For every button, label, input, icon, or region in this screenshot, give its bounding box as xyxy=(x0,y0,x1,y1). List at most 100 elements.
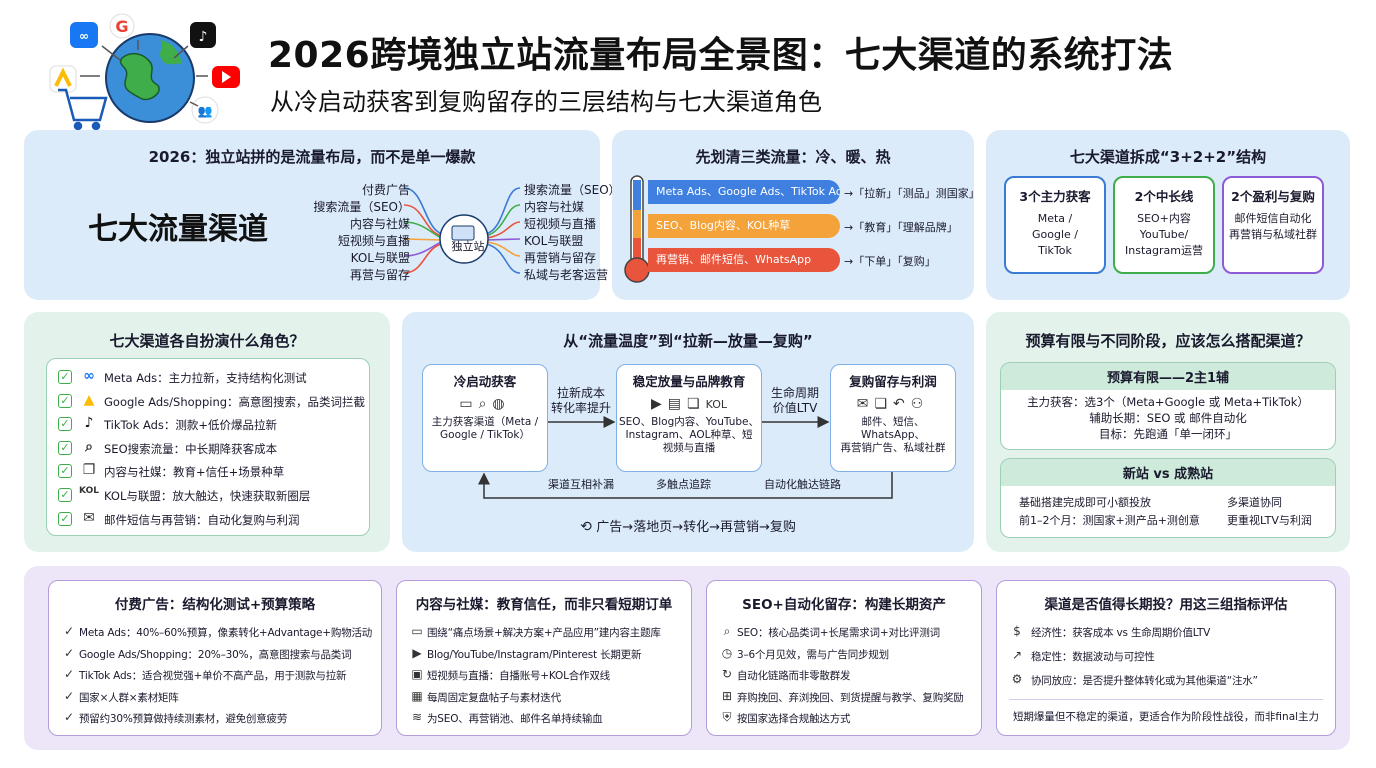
kol-icon: KOL xyxy=(79,486,99,496)
traffic-band-note: →「教育」「理解品牌」 xyxy=(844,221,958,234)
budget-limited-head: 预算有限——2主1辅 xyxy=(1001,363,1335,390)
mature-site-line: 更重视LTV与利润 xyxy=(1227,514,1312,527)
chat-icon: ❏ xyxy=(874,396,893,412)
cart-icon xyxy=(58,88,108,131)
header-illustration: ∞ G ♪ 👥 xyxy=(40,10,250,135)
strategy-footnote: 短期爆量但不稳定的渠道，更适合作为阶段性战役，而非final主力 xyxy=(1012,711,1320,723)
checkbox-icon: ✓ xyxy=(58,417,72,432)
thermometer-icon xyxy=(624,175,650,283)
new-site-line: 前1–2个月：测国家+测产品+测创意 xyxy=(1019,514,1200,527)
panel-funnel-title: 从“流量温度”到“拉新—放量—复购” xyxy=(563,332,813,350)
arrow-label-2: 生命周期 价值LTV xyxy=(770,386,819,415)
right-channel-item: 再营销与留存 xyxy=(524,251,597,265)
left-channel-item: 再营与留存 xyxy=(349,268,410,282)
traffic-band: Meta Ads、Google Ads、TikTok Ads xyxy=(648,180,840,204)
strategy-item-text: Google Ads/Shopping：20%–30%，高意图搜索与品类词 xyxy=(79,648,352,661)
panel-funnel: 从“流量温度”到“拉新—放量—复购” 拉新成本 转化率提升 生命周期 价值LTV… xyxy=(402,312,974,552)
structure-card: 2个盈利与复购邮件短信自动化 再营销与私域社群 xyxy=(1222,176,1324,274)
budget-box-stage: 新站 vs 成熟站 基础搭建完成即可小额投放前1–2个月：测国家+测产品+测创意… xyxy=(1000,458,1336,538)
checkbox-icon: ✓ xyxy=(58,488,72,502)
tiktok-icon: ♪ xyxy=(84,415,94,432)
funnel-stage-head: 复购留存与利润 xyxy=(849,374,937,389)
search-icon: ⌕ xyxy=(85,438,93,455)
checkbox-icon: ✓ xyxy=(58,393,72,408)
checkbox-icon: ✓ xyxy=(58,440,72,455)
strategy-card-title: SEO+自动化留存：构建长期资产 xyxy=(742,597,946,613)
budget-limited-line: 辅助长期：SEO 或 邮件自动化 xyxy=(1089,411,1247,425)
structure-card: 2个中长线 SEO+内容 YouTube/ Instagram运营 xyxy=(1113,176,1215,274)
calendar-icon: ▦ xyxy=(411,688,423,703)
traffic-band-note: →「拉新」「测品」测国家」 xyxy=(844,187,980,200)
check-icon: ✓ xyxy=(63,645,75,660)
right-channel-item: 短视频与直播 xyxy=(524,217,597,231)
panel-traffic-temperature: 先划清三类流量：冷、暖、热 Meta Ads、Google Ads、TikTok… xyxy=(612,130,980,300)
funnel-stage-card: 冷启动获客▭⌕◍主力获客渠道（Meta / Google / TikTok） xyxy=(422,364,548,472)
strategy-card: 渠道是否值得长期投？用这三组指标评估$经济性：获客成本 vs 生命周期价值LTV… xyxy=(996,580,1336,736)
check-icon: ✓ xyxy=(63,667,75,681)
left-channel-item: 搜索流量（SEO） xyxy=(313,200,410,214)
chart-icon: ↗ xyxy=(1011,648,1023,662)
strategy-item-text: 协同放应：是否提升整体转化或为其他渠道“注水” xyxy=(1031,675,1258,687)
structure-card-head: 2个中长线 xyxy=(1134,189,1194,204)
structure-card-head: 3个主力获客 xyxy=(1019,189,1091,204)
search-icon: ⌕ xyxy=(478,396,493,412)
strategy-item-text: 自动化链路而非零散群发 xyxy=(737,670,851,682)
panel-temperature-title: 先划清三类流量：冷、暖、热 xyxy=(695,148,891,166)
chat-icon: ❏ xyxy=(687,396,706,412)
strategy-item-text: Blog/YouTube/Instagram/Pinterest 长期更新 xyxy=(427,648,642,661)
left-channel-item: 内容与社媒 xyxy=(349,217,410,231)
video-icon: ▶ xyxy=(651,396,668,412)
strategy-card: SEO+自动化留存：构建长期资产⌕SEO：核心品类词+长尾需求词+对比评测词◷3… xyxy=(706,580,982,736)
mail-icon: ✉ xyxy=(856,396,875,412)
panel-channel-roles: 七大渠道各自扮演什么角色？ ✓∞Meta Ads：主力拉新，支持结构化测试✓▲G… xyxy=(24,312,390,552)
strategy-item-text: 3–6个月见效，需与广告同步规划 xyxy=(737,648,889,661)
strategy-item-text: Meta Ads：40%–60%预算，像素转化+Advantage+购物活动 xyxy=(79,627,373,639)
role-item-text: Meta Ads：主力拉新，支持结构化测试 xyxy=(104,371,307,385)
play-icon: ▶ xyxy=(412,645,422,660)
conversion-path: ⟲ 广告→落地页→转化→再营销→复购 xyxy=(402,516,974,535)
funnel-arrows xyxy=(478,416,893,499)
stage-icon-row: ✉❏↶⚇ xyxy=(831,396,955,412)
video-icon: ▣ xyxy=(411,667,423,681)
svg-text:👥: 👥 xyxy=(198,104,213,118)
right-channel-item: KOL与联盟 xyxy=(524,234,584,248)
funnel-stage-card: 复购留存与利润✉❏↶⚇邮件、短信、WhatsApp、 再营销广告、私域社群 xyxy=(830,364,956,472)
structure-card-body: SEO+内容 YouTube/ Instagram运营 xyxy=(1125,212,1203,257)
loop-label: 自动化触达链路 xyxy=(764,478,841,491)
left-channel-item: KOL与联盟 xyxy=(350,251,410,265)
budget-limited-line: 主力获客：选3个（Meta+Google 或 Meta+TikTok） xyxy=(1027,395,1309,409)
role-item-text: TikTok Ads：测款+低价爆品拉新 xyxy=(104,418,278,433)
role-item-text: SEO搜索流量：中长期降获客成本 xyxy=(104,441,278,456)
book-icon: ▭ xyxy=(411,624,423,638)
strategy-card-title: 内容与社媒：教育信任，而非只看短期订单 xyxy=(415,597,673,613)
checkbox-icon: ✓ xyxy=(58,464,72,479)
roles-list-box xyxy=(46,358,370,536)
stage-icon-row: ▶▤❏KOL xyxy=(617,396,761,412)
reply-icon: ↶ xyxy=(893,396,911,412)
strategy-footnote-divider xyxy=(1009,699,1323,700)
strategy-item-text: 围绕“痛点场景+解决方案+产品应用”建内容主题库 xyxy=(427,627,661,639)
budget-stage-head: 新站 vs 成熟站 xyxy=(1001,459,1335,486)
svg-text:♪: ♪ xyxy=(199,29,208,45)
loop-label: 多触点追踪 xyxy=(656,478,711,491)
strategy-item-text: 短视频与直播：自播账号+KOL合作双线 xyxy=(427,670,610,682)
role-item-text: KOL与联盟：放大触达，快速获取新圈层 xyxy=(104,489,311,503)
panel-overview: 2026：独立站拼的是流量布局，而不是单一爆款 七大流量渠道 独立站 付费广告搜… xyxy=(24,130,621,300)
ad-icon: ▭ xyxy=(459,396,479,412)
tiktok-logo-icon xyxy=(190,22,216,48)
structure-card-body: 邮件短信自动化 再营销与私域社群 xyxy=(1229,212,1317,241)
mail-icon: ✉ xyxy=(83,509,95,526)
panel-overview-title: 2026：独立站拼的是流量布局，而不是单一爆款 xyxy=(148,148,476,166)
funnel-stage-body: 主力获客渠道（Meta / Google / TikTok） xyxy=(431,416,539,441)
conversion-path-text: 广告→落地页→转化→再营销→复购 xyxy=(596,520,796,535)
clock-icon: ◷ xyxy=(721,645,733,660)
kol-label: KOL xyxy=(705,398,727,411)
people-icon: ⚇ xyxy=(910,396,930,412)
stage-icon-row: ▭⌕◍ xyxy=(423,396,547,412)
strategy-item-text: 稳定性：数据波动与可控性 xyxy=(1031,651,1155,663)
refresh-icon: ↻ xyxy=(721,667,733,681)
